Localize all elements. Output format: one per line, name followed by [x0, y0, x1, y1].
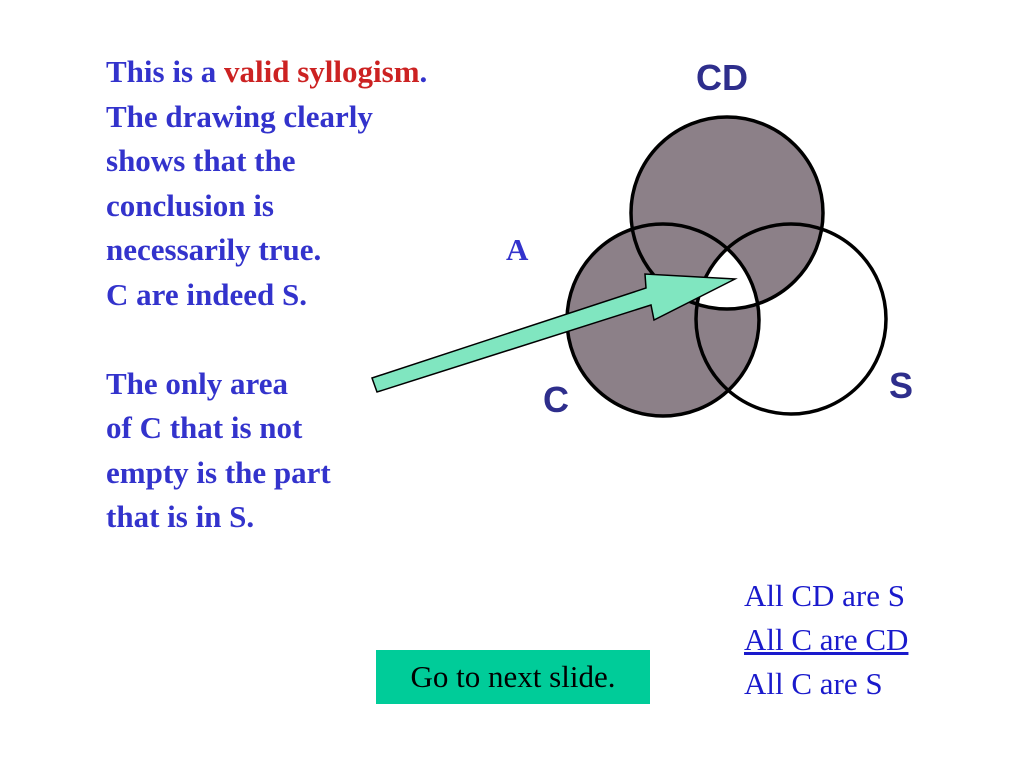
explanation-line-7: The only area [106, 365, 288, 401]
circle-cd-outline [629, 115, 825, 311]
label-cd: CD [696, 57, 748, 98]
shaded-regions [567, 117, 886, 416]
label-s: S [889, 365, 913, 406]
valid-syllogism-highlight: valid syllogism [224, 54, 420, 89]
explanation-text: This is a valid syllogism. The drawing c… [106, 50, 536, 540]
explanation-line-2: The drawing clearly [106, 98, 373, 134]
syllogism-statements: All CD are S All C are CD All C are S [744, 574, 908, 706]
label-a: A [506, 232, 529, 267]
pointer-arrow [371, 273, 738, 393]
conclusion: All C are S [744, 666, 883, 701]
explanation-line-6: C are indeed S. [106, 276, 307, 312]
explanation-line-4: conclusion is [106, 187, 274, 223]
explanation-line-3: shows that the [106, 143, 296, 178]
explanation-line-9: empty is the part [106, 454, 331, 490]
circle-s-outline [694, 222, 888, 416]
explanation-line-10: that is in S. [106, 499, 255, 534]
explanation-line-8: of C that is not [106, 410, 303, 445]
explanation-line-1: This is a valid syllogism. [106, 54, 428, 89]
next-slide-button[interactable]: Go to next slide. [376, 650, 650, 704]
premise-1: All CD are S [744, 578, 906, 613]
explanation-line-5: necessarily true. [106, 232, 322, 267]
label-c: C [543, 379, 569, 420]
premise-2: All C are CD [744, 622, 909, 657]
